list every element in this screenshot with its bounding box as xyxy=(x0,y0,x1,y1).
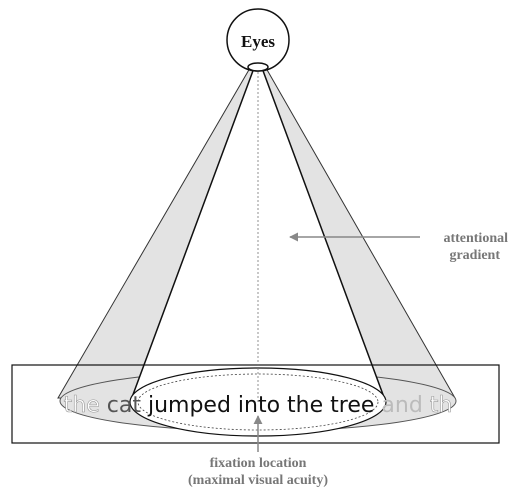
fixation-label-line1: fixation location xyxy=(210,456,307,471)
text-line-box xyxy=(11,364,500,444)
sentence-faded-left: the xyxy=(64,393,100,418)
pupil-icon xyxy=(247,62,269,72)
sentence-left: cat xyxy=(107,393,142,418)
sentence-center: jumped into the tree xyxy=(147,393,374,418)
fixation-label-line2: (maximal visual acuity) xyxy=(188,473,328,488)
attentional-label-line2: gradient xyxy=(449,248,500,263)
sentence-text: the cat jumped into the tree and th xyxy=(64,393,453,418)
sentence-right: and xyxy=(381,393,422,418)
fixation-ellipse-dotted xyxy=(137,373,379,431)
attentional-label-line1: attentional xyxy=(443,231,508,246)
eyes-label: Eyes xyxy=(241,32,275,51)
sentence-faded-right: th xyxy=(430,393,453,418)
